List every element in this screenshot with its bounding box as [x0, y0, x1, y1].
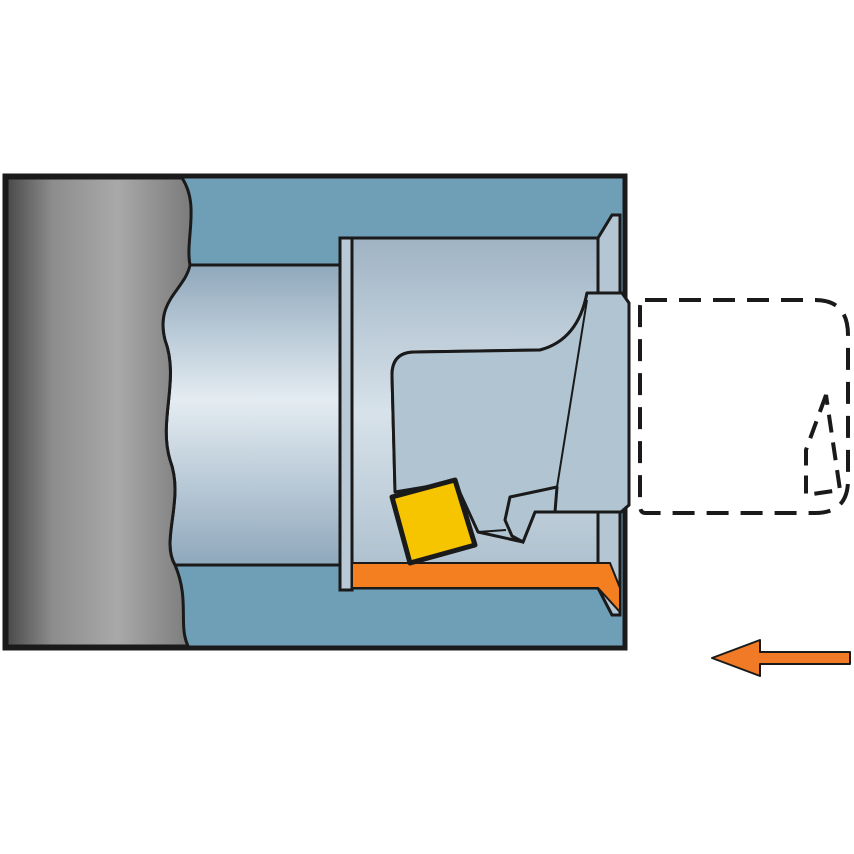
bore-step [338, 236, 354, 592]
machined-surface [351, 562, 621, 615]
tool-shank [161, 263, 342, 567]
arrow-left-icon [711, 639, 851, 677]
head-edge-line [477, 299, 588, 533]
cutting-insert [389, 477, 478, 566]
dashed-insert-outline [804, 394, 843, 498]
dashed-tool-outline [638, 298, 850, 515]
tool-holder [5, 176, 193, 648]
